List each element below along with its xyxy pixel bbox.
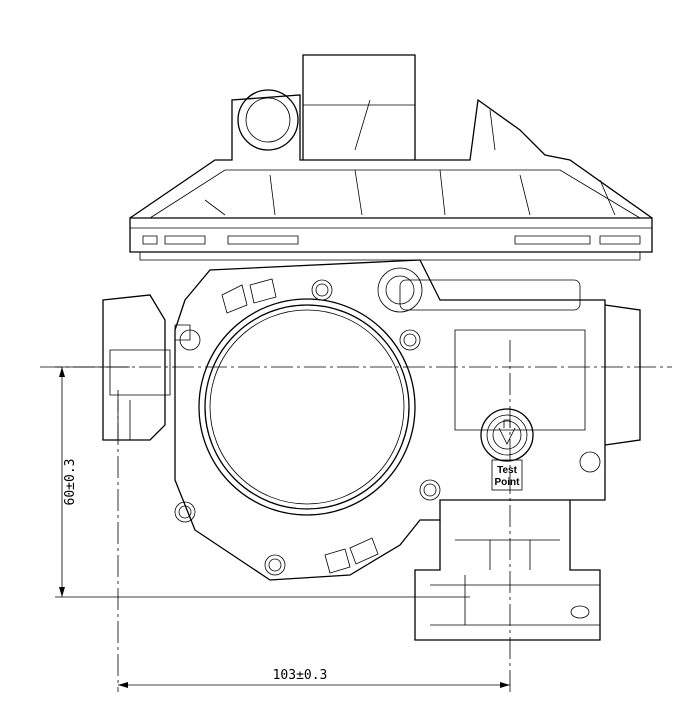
dimension-103-label: 103±0.3 bbox=[273, 668, 328, 683]
diaphragm-housing bbox=[129, 89, 653, 261]
inlet-fitting bbox=[102, 294, 191, 441]
test-point: Test Point bbox=[480, 408, 534, 491]
dimension-103: 103±0.3 bbox=[118, 668, 510, 688]
bottom-outlet bbox=[414, 500, 601, 641]
test-point-label-line2: Point bbox=[495, 477, 521, 488]
test-point-label-line1: Test bbox=[497, 465, 517, 476]
dimension-60-label: 60±0.3 bbox=[63, 459, 78, 506]
dimension-60: 60±0.3 bbox=[55, 366, 470, 598]
top-outlet-box bbox=[302, 54, 416, 160]
bolt-holes bbox=[174, 279, 441, 576]
